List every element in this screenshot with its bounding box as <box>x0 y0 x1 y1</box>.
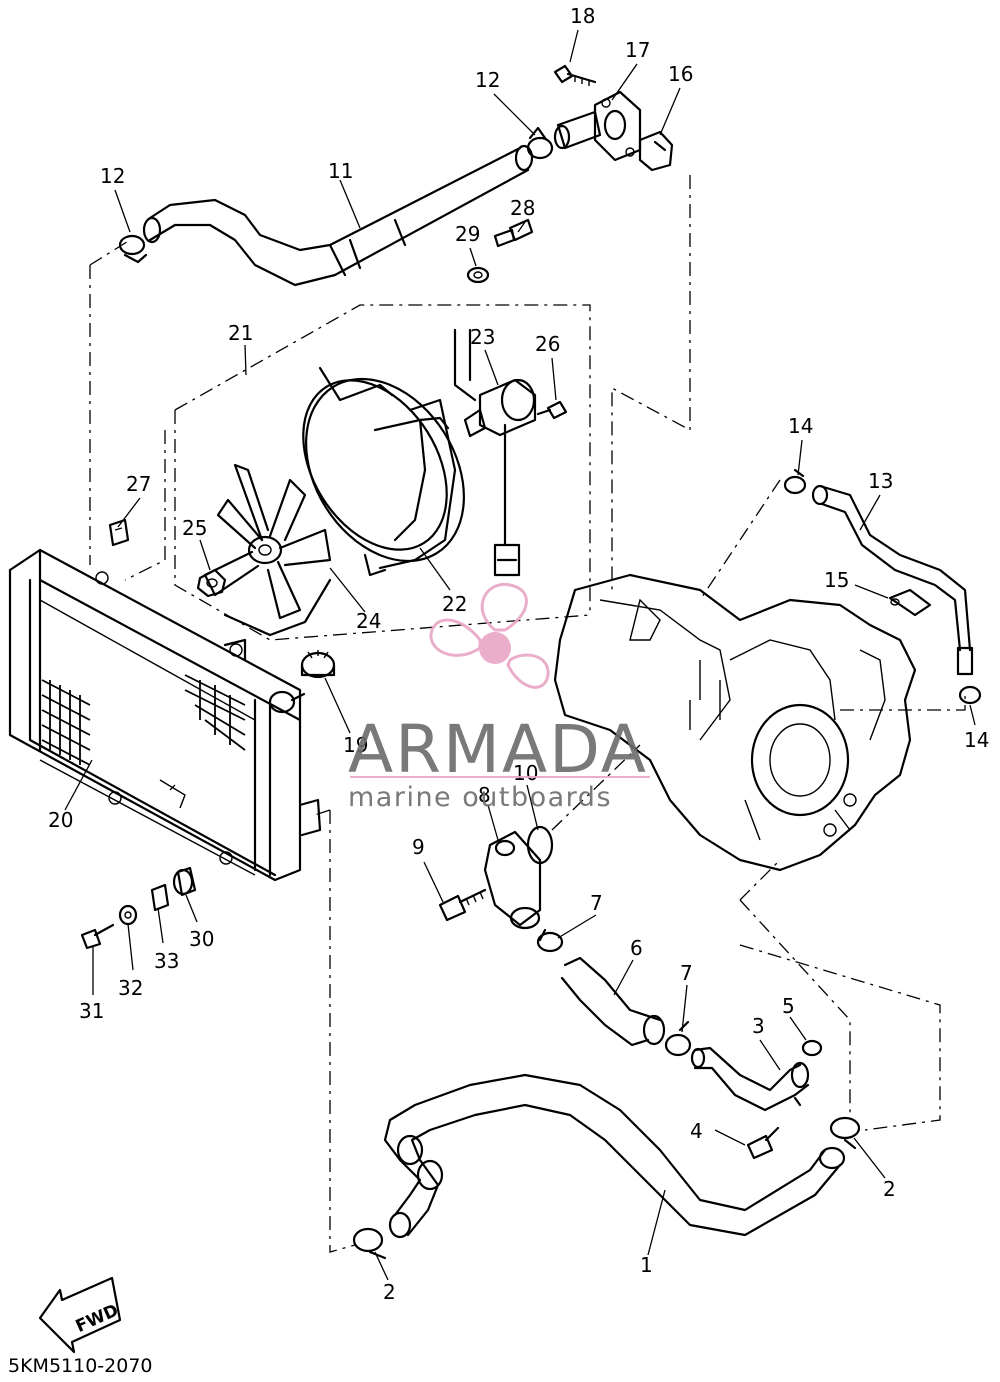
hose-6 <box>536 928 692 1057</box>
callout-3: 3 <box>752 1014 765 1038</box>
callout-24: 24 <box>356 609 381 633</box>
callout-1: 1 <box>640 1253 653 1277</box>
callout-32: 32 <box>118 976 143 1000</box>
callout-6: 6 <box>630 936 643 960</box>
assembly-lines <box>89 175 966 1253</box>
callout-26: 26 <box>535 332 560 356</box>
callout-31: 31 <box>79 999 104 1023</box>
callout-2-left: 2 <box>383 1280 396 1304</box>
pump-outlet <box>438 825 554 930</box>
fan-shroud <box>302 366 465 577</box>
propeller-icon <box>429 583 550 689</box>
diagram-code: 5KM5110-2070 <box>8 1355 153 1377</box>
callout-12-left: 12 <box>100 164 125 188</box>
callout-4: 4 <box>690 1119 703 1143</box>
fan-blade <box>203 463 332 637</box>
callout-5: 5 <box>782 994 795 1018</box>
radiator-cap <box>300 650 336 679</box>
fwd-arrow-icon: FWD <box>38 1276 122 1354</box>
callout-14-lower: 14 <box>964 728 989 752</box>
callout-11: 11 <box>328 159 353 183</box>
leader-lines <box>64 29 976 1281</box>
bypass-hose <box>783 468 982 705</box>
callout-18: 18 <box>570 4 595 28</box>
callout-20: 20 <box>48 808 73 832</box>
callout-25: 25 <box>182 516 207 540</box>
callout-7-upper: 7 <box>590 891 603 915</box>
upper-hose <box>118 126 554 287</box>
callout-16: 16 <box>668 62 693 86</box>
callout-10: 10 <box>513 761 538 785</box>
lower-hose <box>352 1073 861 1260</box>
engine <box>553 573 917 872</box>
callouts: 18 17 16 12 12 11 28 29 21 23 26 14 13 2… <box>48 4 989 1304</box>
thermo-housing <box>553 64 674 172</box>
radiator <box>8 548 322 882</box>
callout-30: 30 <box>189 927 214 951</box>
callout-9: 9 <box>412 835 425 859</box>
callout-7-lower: 7 <box>680 961 693 985</box>
small-hardware <box>108 518 227 598</box>
callout-19: 19 <box>343 733 368 757</box>
callout-29: 29 <box>455 222 480 246</box>
callout-15: 15 <box>824 568 849 592</box>
callout-22: 22 <box>442 592 467 616</box>
pipe-3 <box>690 1039 823 1160</box>
callout-21: 21 <box>228 321 253 345</box>
callout-13: 13 <box>868 469 893 493</box>
callout-17: 17 <box>625 38 650 62</box>
callout-2-right: 2 <box>883 1177 896 1201</box>
callout-28: 28 <box>510 196 535 220</box>
watermark: ARMADA marine outboards <box>348 583 650 813</box>
mount-hardware <box>80 866 197 950</box>
callout-12-upper: 12 <box>475 68 500 92</box>
callout-27: 27 <box>126 472 151 496</box>
bolt-28 <box>466 218 534 284</box>
watermark-brand: ARMADA <box>348 711 648 788</box>
watermark-tagline: marine outboards <box>348 782 612 813</box>
fan-motor <box>453 328 568 577</box>
callout-33: 33 <box>154 949 179 973</box>
callout-14-upper: 14 <box>788 414 813 438</box>
callout-8: 8 <box>478 783 491 807</box>
callout-23: 23 <box>470 325 495 349</box>
